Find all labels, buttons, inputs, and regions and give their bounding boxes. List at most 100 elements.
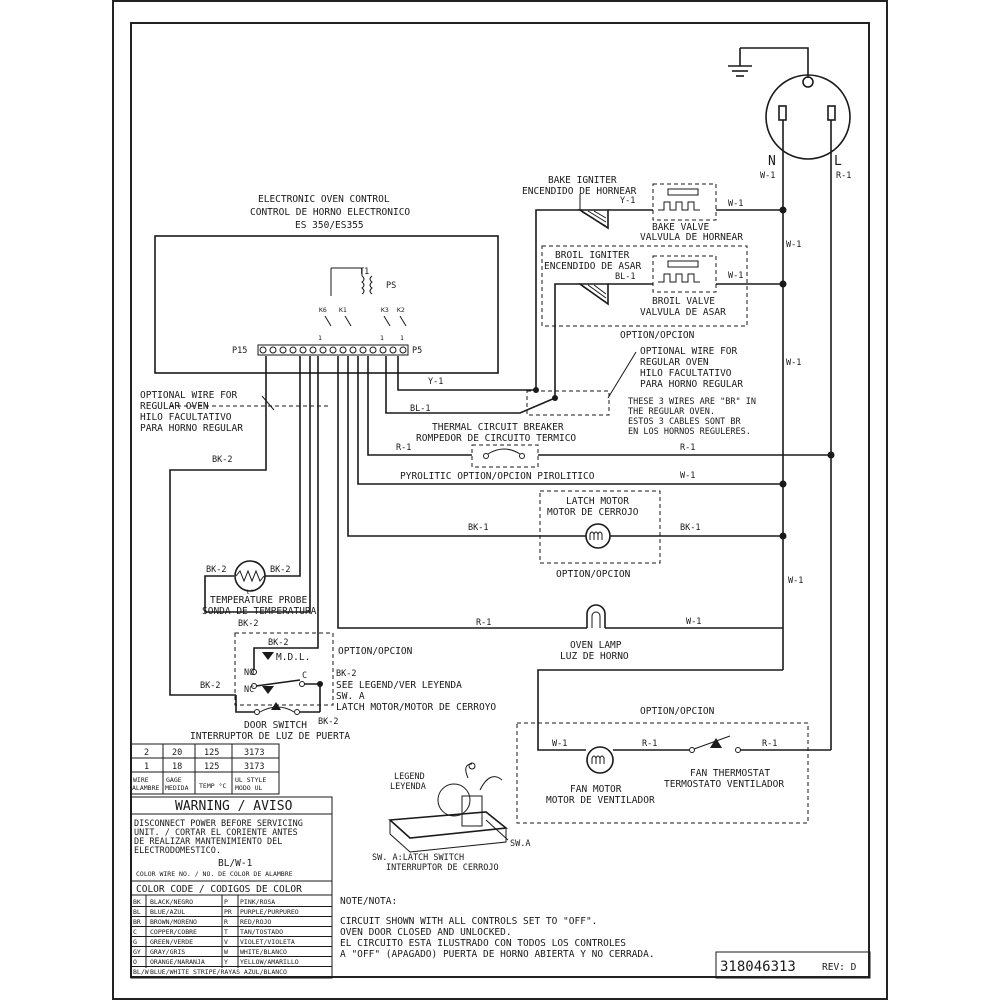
color-code-cell: W: [224, 948, 228, 956]
connector-pin: [349, 346, 357, 354]
color-code-cell: BROWN/MORENO: [150, 918, 197, 926]
connector-pin: [299, 346, 307, 354]
relay-contacts: [324, 315, 407, 327]
color-code-cell: RED/ROJO: [240, 918, 271, 926]
latch-motor-box: [539, 490, 661, 564]
wire-label: R-1: [476, 618, 491, 628]
relay-label: K1: [339, 306, 347, 314]
wire-table: 2 20 125 3173 1 18 125 3173 WIRE ALAMBRE…: [130, 743, 280, 795]
breaker-label: THERMAL CIRCUIT BREAKER: [432, 422, 564, 433]
broil-valve-icon: [658, 260, 700, 283]
bake-valve-icon: [658, 188, 700, 211]
fan-thermostat-label-es: TERMOSTATO VENTILADOR: [664, 779, 784, 790]
legend-caption: SW. A:LATCH SWITCH: [372, 853, 464, 863]
line-label: L: [834, 154, 842, 169]
switch-c-label: C: [302, 671, 307, 681]
latch-motor-icon: [585, 523, 611, 549]
svg-text:3173: 3173: [244, 748, 264, 758]
probe-label-es: SONDA DE TEMPERATURA: [202, 606, 317, 617]
br-note: THE REGULAR OVEN.: [628, 407, 715, 417]
optional-wire-note-left: HILO FACULTATIVO: [140, 412, 232, 423]
broil-valve-label-es: VALVULA DE ASAR: [640, 307, 726, 318]
legend-note: LATCH MOTOR/MOTOR DE CERROYO: [336, 702, 496, 713]
control-model: ES 350/ES355: [295, 220, 364, 231]
svg-text:GAGE: GAGE: [166, 776, 182, 784]
pin-label: 1: [380, 334, 384, 342]
oven-lamp-icon: [586, 604, 606, 628]
breaker-switch-icon: [483, 448, 525, 459]
wire-label: BK-1: [680, 523, 700, 533]
neutral-label: N: [768, 154, 776, 169]
broil-igniter-label-es: ENCENDIDO DE ASAR: [544, 261, 642, 272]
svg-text:WIRE: WIRE: [133, 776, 149, 784]
oven-lamp-label: OVEN LAMP: [570, 640, 622, 651]
optional-wire-note-left: PARA HORNO REGULAR: [140, 423, 243, 434]
relay-label: K6: [319, 306, 327, 314]
connector-pin: [289, 346, 297, 354]
bake-valve-label-es: VALVULA DE HORNEAR: [640, 232, 743, 243]
color-code-cell: R: [224, 918, 228, 926]
color-code-cell: YELLOW/AMARILLO: [240, 958, 299, 966]
wire-code: BL/W-1: [218, 858, 253, 869]
note-line: EL CIRCUITO ESTA ILUSTRADO CON TODOS LOS…: [340, 938, 626, 949]
fan-motor-label-es: MOTOR DE VENTILADOR: [546, 795, 655, 806]
fan-motor-icon: [586, 746, 614, 774]
wire-label: W-1: [786, 240, 801, 250]
wire-label: BK-1: [468, 523, 488, 533]
wire-label: W-1: [680, 471, 695, 481]
broil-igniter-label: BROIL IGNITER: [555, 250, 630, 261]
pin-label: 1: [318, 334, 322, 342]
wire-label: BK-2: [336, 669, 356, 679]
connector-pin: [259, 346, 267, 354]
control-box: [154, 235, 499, 374]
door-switch-icon: [254, 702, 300, 715]
broil-option-box: [541, 245, 748, 327]
legend-note: SW. A: [336, 691, 365, 702]
connector-pin: [399, 346, 407, 354]
wire-label: W-1: [728, 199, 743, 209]
breaker-dashed-box: [526, 390, 610, 416]
svg-text:18: 18: [172, 762, 182, 772]
legend-fig-label: LEGEND: [394, 772, 425, 782]
svg-text:UL STYLE: UL STYLE: [235, 776, 266, 784]
br-note: ESTOS 3 CABLES SONT BR: [628, 417, 741, 427]
revision: REV: D: [822, 962, 857, 973]
color-code-cell: BL/W: [133, 968, 149, 976]
wire-label: R-1: [396, 443, 411, 453]
color-code-cell: G: [133, 938, 137, 946]
wire-label: BK-2: [270, 565, 290, 575]
svg-text:3173: 3173: [244, 762, 264, 772]
optional-wire-note: HILO FACULTATIVO: [640, 368, 732, 379]
door-switch-label-es: INTERRUPTOR DE LUZ DE PUERTA: [190, 731, 350, 742]
connector-pin: [279, 346, 287, 354]
color-code-cell: TAN/TOSTADO: [240, 928, 283, 936]
mdl-arrow-icon: [262, 686, 274, 694]
junction-dots: [317, 206, 835, 687]
control-title-es: CONTROL DE HORNO ELECTRONICO: [250, 207, 410, 218]
latch-motor-label: LATCH MOTOR: [566, 496, 629, 507]
color-code-cell: BK: [133, 898, 141, 906]
note-line: OVEN DOOR CLOSED AND UNLOCKED.: [340, 927, 512, 938]
color-code-cell: GREEN/VERDE: [150, 938, 193, 946]
fan-motor-label: FAN MOTOR: [570, 784, 622, 795]
wire-label: BK-2: [318, 717, 338, 727]
optional-wire-note: PARA HORNO REGULAR: [640, 379, 743, 390]
connector-pin: [359, 346, 367, 354]
connector-pin: [339, 346, 347, 354]
connector-pin: [329, 346, 337, 354]
note-line: A "OFF" (APAGADO) PUERTA DE HORNO ABIERT…: [340, 949, 655, 960]
wire-label: BK-2: [268, 638, 288, 648]
connector-pin: [309, 346, 317, 354]
wire-label: W-1: [786, 358, 801, 368]
warning-panel: WARNING / AVISO DISCONNECT POWER BEFORE …: [130, 796, 333, 882]
svg-text:2: 2: [144, 748, 149, 758]
color-code-cell: BLACK/NEGRO: [150, 898, 193, 906]
optional-wire-note-left: REGULAR OVEN: [140, 401, 209, 412]
mdl-option-label: OPTION/OPCION: [338, 646, 413, 657]
wire-label: BK-2: [238, 619, 258, 629]
wire-label: R-1: [836, 171, 851, 181]
temperature-probe-icon: t°: [234, 560, 266, 596]
note-title: NOTE/NOTA:: [340, 896, 397, 907]
svg-text:20: 20: [172, 748, 182, 758]
color-code-cell: PURPLE/PURPUREO: [240, 908, 299, 916]
